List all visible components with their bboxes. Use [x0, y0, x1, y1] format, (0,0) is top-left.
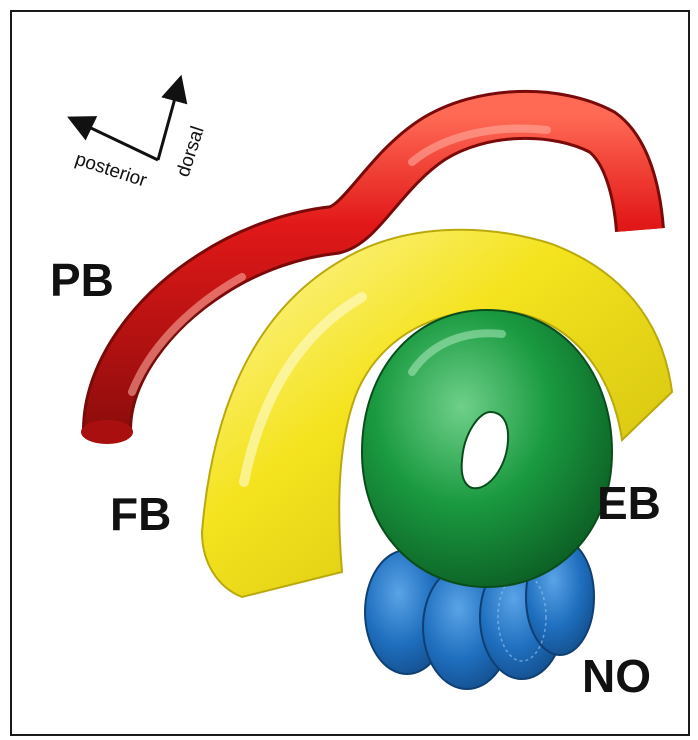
label-no: NO	[582, 650, 651, 702]
posterior-label: posterior	[72, 149, 149, 192]
label-fb: FB	[110, 488, 171, 540]
ellipsoid-body-shape	[362, 310, 612, 587]
brain-neuropil-diagram: posterior dorsal PB	[12, 12, 688, 734]
label-pb: PB	[50, 254, 114, 306]
figure-frame: posterior dorsal PB	[10, 10, 690, 736]
orientation-indicator: posterior dorsal	[72, 80, 209, 192]
label-eb: EB	[597, 477, 661, 529]
dorsal-arrow	[158, 80, 180, 160]
dorsal-label: dorsal	[173, 124, 209, 180]
